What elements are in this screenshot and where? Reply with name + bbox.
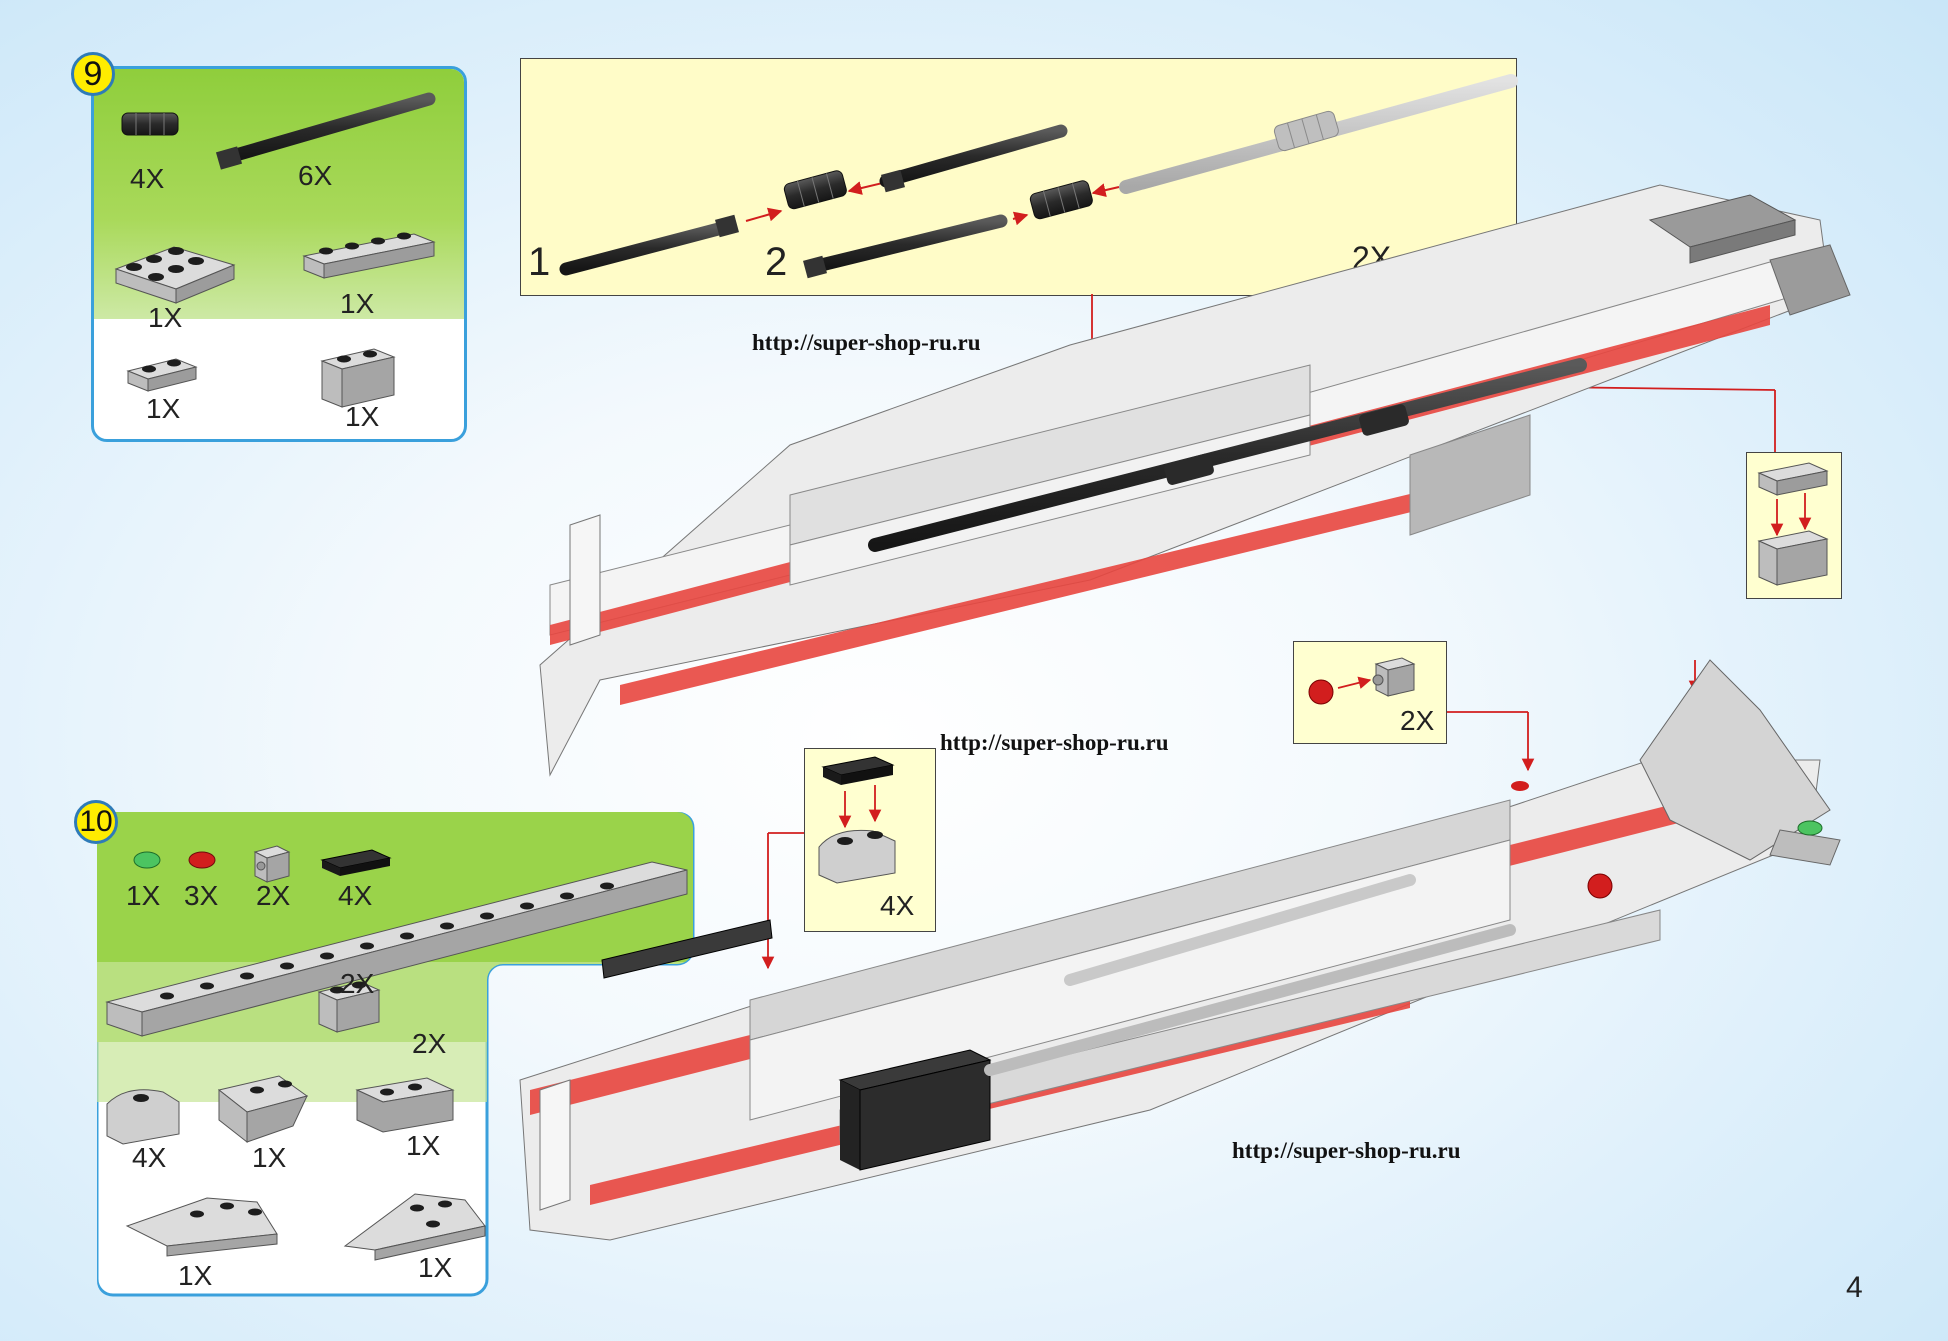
grille-callout — [804, 748, 936, 932]
part-qty: 2X — [340, 968, 375, 999]
grille-drawing — [818, 756, 896, 884]
part-qty: 2X — [256, 880, 291, 911]
side-stud-callout — [1293, 641, 1447, 744]
brick-stack-drawing — [1757, 462, 1829, 586]
part-qty: 1X — [345, 401, 380, 432]
part-qty: 1X — [340, 288, 375, 319]
step10-badge: 10 — [74, 800, 118, 844]
step9-parts-drawing — [114, 92, 436, 408]
brick-1x2-part — [320, 348, 396, 408]
step10-panel-shape — [97, 812, 695, 1297]
part-qty: 1X — [252, 1142, 287, 1173]
part-qty: 4X — [130, 163, 165, 194]
brick-stack-callout — [1746, 452, 1842, 599]
boat-hull-step10 — [519, 659, 1841, 1241]
step9-parts-panel — [91, 66, 467, 442]
part-qty: 1X — [418, 1252, 453, 1283]
part-qty: 2X — [412, 1028, 447, 1059]
axle-connector-part — [121, 112, 179, 136]
side-stud-drawing — [1308, 657, 1416, 705]
boat-hull-step9 — [539, 184, 1851, 777]
part-qty: 1X — [148, 302, 183, 333]
grille-qty: 4X — [880, 890, 915, 921]
watermark-url: http://super-shop-ru.ru — [1232, 1138, 1461, 1163]
part-qty: 4X — [338, 880, 373, 911]
part-qty: 6X — [298, 160, 333, 191]
sub-step-1: 1 — [528, 240, 551, 284]
step10-parts-panel — [97, 812, 695, 1297]
sub-step-2: 2 — [765, 240, 788, 284]
part-qty: 1X — [406, 1130, 441, 1161]
part-qty: 1X — [178, 1260, 213, 1291]
part-qty: 1X — [126, 880, 161, 911]
watermark-url: http://super-shop-ru.ru — [940, 730, 1169, 755]
side-stud-qty: 2X — [1400, 705, 1435, 736]
page-number: 4 — [1846, 1271, 1863, 1304]
part-qty: 3X — [184, 880, 219, 911]
axle-assembly-callout — [520, 58, 1518, 296]
part-qty: 4X — [132, 1142, 167, 1173]
axle-assembly-drawing — [559, 74, 1518, 279]
step9-badge: 9 — [71, 52, 115, 96]
watermark-url: http://super-shop-ru.ru — [752, 330, 981, 355]
long-axle-part — [215, 92, 436, 170]
part-qty: 1X — [146, 393, 181, 424]
